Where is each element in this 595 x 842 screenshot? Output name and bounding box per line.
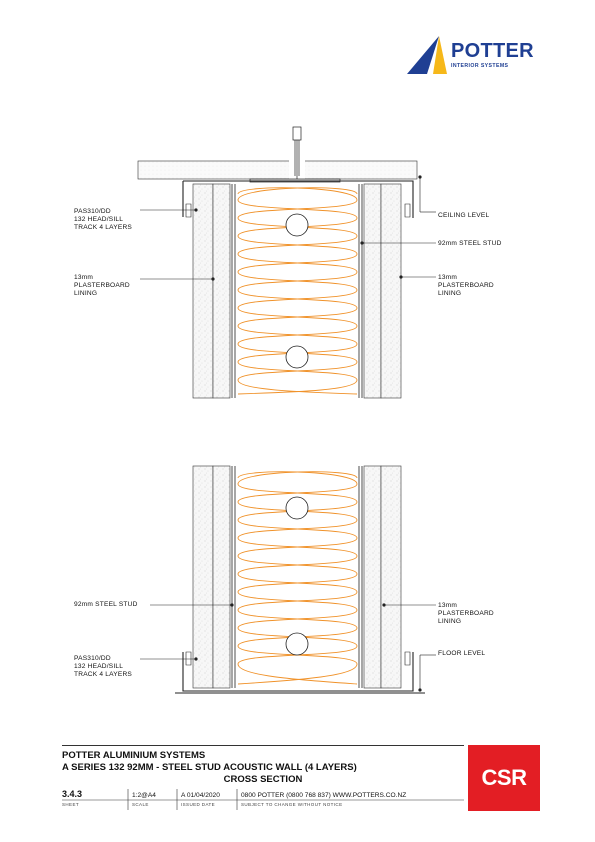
plasterboard-right-inner: [363, 465, 382, 689]
issue-caption: ISSUED DATE: [181, 802, 216, 807]
plasterboard-left-outer: [192, 465, 214, 689]
issue-date: A 01/04/2020: [181, 792, 220, 799]
title-company: POTTER ALUMINIUM SYSTEMS: [62, 750, 206, 761]
insulation-top: [237, 187, 358, 395]
label-sill-track: PAS310/DD 132 HEAD/SILL TRACK 4 LAYERS: [74, 655, 133, 678]
service-hole: [285, 213, 309, 237]
scale-caption: SCALE: [132, 802, 149, 807]
potter-logo: POTTER INTERIOR SYSTEMS: [403, 36, 543, 76]
label-head-track: PAS310/DD 132 HEAD/SILL TRACK 4 LAYERS: [74, 208, 133, 231]
change-notice: SUBJECT TO CHANGE WITHOUT NOTICE: [241, 802, 343, 807]
label-ceiling-level: CEILING LEVEL: [438, 212, 490, 219]
service-hole: [285, 632, 309, 656]
label-plasterboard-left: 13mm PLASTERBOARD LINING: [74, 274, 130, 297]
plasterboard-left-inner: [212, 183, 231, 399]
plasterboard-right-outer: [380, 465, 402, 689]
ceiling-slab: [137, 160, 418, 180]
csr-logo-text: CSR: [481, 765, 527, 790]
sheet-number: 3.4.3: [62, 789, 83, 799]
label-steel-stud-top: 92mm STEEL STUD: [438, 240, 502, 247]
brand-name: POTTER: [451, 40, 534, 62]
sheet-caption: SHEET: [62, 802, 80, 807]
contact-info: 0800 POTTER (0800 768 837) WWW.POTTERS.C…: [241, 792, 407, 799]
brand-subtitle: INTERIOR SYSTEMS: [451, 63, 509, 69]
head-track: [182, 180, 414, 218]
csr-logo: CSR: [468, 745, 540, 811]
bottom-section: [140, 465, 436, 694]
title-block-rule: [62, 745, 464, 746]
plasterboard-right-outer: [380, 183, 402, 399]
label-plasterboard-right-top: 13mm PLASTERBOARD LINING: [438, 274, 494, 297]
service-hole: [285, 496, 309, 520]
plasterboard-left-outer: [192, 183, 214, 399]
label-floor-level: FLOOR LEVEL: [438, 650, 486, 657]
label-plasterboard-right-bottom: 13mm PLASTERBOARD LINING: [438, 602, 494, 625]
potter-logo-mark-icon: [407, 36, 447, 74]
title-subtitle: CROSS SECTION: [223, 774, 303, 785]
plasterboard-left-inner: [212, 465, 231, 689]
title-main: A SERIES 132 92MM - STEEL STUD ACOUSTIC …: [62, 762, 357, 773]
plasterboard-right-inner: [363, 183, 382, 399]
sill-track: [182, 652, 414, 692]
service-hole: [285, 345, 309, 369]
insulation-bottom: [237, 471, 358, 685]
label-steel-stud-bottom: 92mm STEEL STUD: [74, 601, 138, 608]
top-section: [137, 126, 436, 399]
scale-value: 1:2@A4: [132, 792, 156, 799]
